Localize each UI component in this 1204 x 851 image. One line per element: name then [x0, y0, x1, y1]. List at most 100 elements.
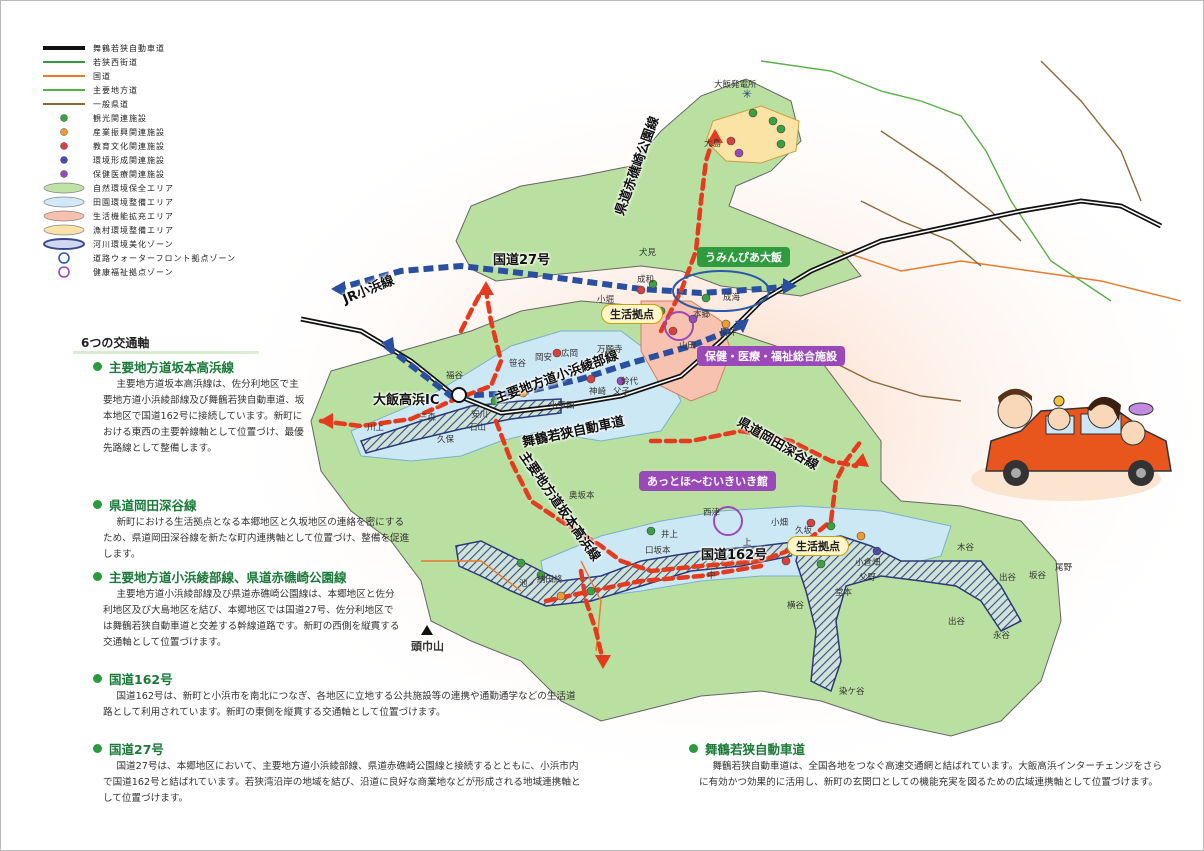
section-body: 新町における生活拠点となる本郷地区と久坂地区の連絡を密にするため、県道岡田深谷線…: [103, 517, 410, 560]
legend-row: 主要地方道: [41, 83, 201, 97]
tourism-facility-dot-shape: [60, 114, 68, 122]
place-label: 大島: [704, 139, 722, 149]
place-label: 久保: [437, 435, 455, 445]
section-title-text: 舞鶴若狭自動車道: [705, 742, 806, 757]
place-label: 池ノ: [519, 579, 537, 589]
place-label: 西津: [703, 508, 721, 518]
legend-label: 健康福祉拠点ゾーン: [93, 267, 174, 277]
section-heading: 6つの交通軸: [72, 336, 261, 354]
fishing-village-area-swatch-icon: [41, 224, 87, 236]
section-body: 国道162号は、新町と小浜市を南北につなぎ、各地区に立地する公共施設等の連携や通…: [103, 691, 576, 718]
place-label: 小車田: [549, 401, 575, 411]
legend-label: 観光関連施設: [93, 113, 147, 123]
section-sakamoto-takahama: 主要地方道坂本高浜線 主要地方道坂本高浜線は、佐分利地区で主要地方道小浜綾部線及…: [93, 359, 305, 457]
place-label: 成海: [723, 293, 741, 303]
welfare-hub-zone-shape: [58, 266, 70, 278]
place-label: 小倉畑: [855, 558, 881, 568]
section-title: 国道27号: [93, 741, 583, 759]
welfare-hub-zone-icon: [41, 266, 87, 278]
national-road-line-icon: [41, 70, 87, 82]
route27-line: [335, 262, 792, 297]
ic-label: 大飯高浜IC: [373, 393, 440, 408]
section-title: 国道162号: [93, 671, 583, 689]
tourism-facility-dot-icon: [41, 112, 87, 124]
place-label: 染ケ谷: [839, 687, 865, 697]
place-label: 永谷: [993, 631, 1011, 641]
place-label: 神崎: [589, 387, 607, 397]
bullet-dot-icon: [93, 674, 102, 683]
family-car-illustration: [971, 388, 1172, 501]
route27-label: 国道27号: [493, 253, 551, 268]
section-title: 舞鶴若狭自動車道: [689, 741, 1169, 759]
river-zone-east: [795, 535, 1023, 693]
place-label: 横谷: [787, 601, 805, 611]
health-facility-dot-shape: [60, 170, 68, 178]
legend-label: 国道: [93, 71, 111, 81]
legend-label: 田園環境整備エリア: [93, 197, 174, 207]
legend-row: 道路ウォーターフロント拠点ゾーン: [41, 251, 235, 265]
section-title-text: 国道162号: [109, 672, 173, 687]
fishing-village-area-swatch-shape: [43, 224, 85, 236]
industry-facility-dot-icon: [41, 126, 87, 138]
legend-label: 自然環境保全エリア: [93, 183, 174, 193]
section-title-text: 主要地方道小浜綾部線、県道赤礁崎公園線: [109, 570, 347, 585]
section-body: 主要地方道小浜綾部線及び県道赤礁崎公園線は、本郷地区と佐分利地区及び大島地区を結…: [103, 589, 400, 648]
place-label: 父子: [613, 387, 631, 397]
education-facility-dot-shape: [60, 142, 68, 150]
expressway-line-icon: [41, 42, 87, 54]
waterfront-hub-zone-shape: [58, 252, 70, 264]
rural-area-swatch-icon: [41, 196, 87, 208]
place-label: 出谷: [999, 573, 1017, 583]
health-facility-dot-icon: [41, 168, 87, 180]
place-label: 出谷: [948, 617, 966, 627]
place-label: 長井: [719, 328, 737, 338]
bullet-dot-icon: [689, 744, 698, 753]
legend-label: 生活機能拡充エリア: [93, 211, 174, 221]
education-facility-dot-icon: [41, 140, 87, 152]
ic-marker[interactable]: [451, 387, 467, 403]
environment-facility-dot-shape: [60, 156, 68, 164]
legend-row: 田園環境整備エリア: [41, 195, 201, 209]
place-label: 井上: [661, 530, 679, 540]
legend-label: 舞鶴若狭自動車道: [93, 43, 165, 53]
place-label: 岡安: [535, 353, 553, 363]
legend-label: 保健医療関連施設: [93, 169, 165, 179]
legend-row: 教育文化関連施設: [41, 139, 201, 153]
legend-row: 自然環境保全エリア: [41, 181, 201, 195]
legend-label: 若狭西街道: [93, 57, 138, 67]
section-okada-fukaya: 県道岡田深谷線 新町における生活拠点となる本郷地区と久坂地区の連絡を密にするため…: [93, 497, 411, 563]
environment-facility-dot-icon: [41, 154, 87, 166]
nature-area-swatch-shape: [43, 182, 85, 194]
industry-facility-dot-shape: [60, 128, 68, 136]
place-label: 石山: [469, 423, 487, 433]
place-label: 大飯発電所: [714, 80, 757, 90]
waterfront-hub-zone: [672, 270, 770, 312]
route162-label: 国道162号: [701, 548, 768, 563]
legend-label: 河川環境美化ゾーン: [93, 239, 174, 249]
main-local-road-line-icon: [41, 84, 87, 96]
river-zone-swatch-icon: [41, 238, 87, 250]
place-label: 山田: [679, 341, 697, 351]
living-hub-badge-south: 生活拠点: [787, 536, 849, 556]
transport-axes: [318, 136, 864, 664]
place-label: 小畑: [771, 518, 789, 528]
prefectural-road-line-icon: [41, 98, 87, 110]
rural-area-swatch-shape: [43, 196, 85, 208]
legend-row: 環境形成関連施設: [41, 153, 201, 167]
axis-arrowheads: [319, 129, 869, 669]
place-label: 三森: [419, 413, 437, 423]
place-label: 安川: [471, 410, 489, 420]
place-label: 木谷: [957, 543, 975, 553]
legend-row: 河川環境美化ゾーン: [41, 237, 201, 251]
section-title: 県道岡田深谷線: [93, 497, 411, 515]
facility-dots: [490, 108, 882, 601]
place-label: 尾野: [1055, 563, 1073, 573]
place-label: 父野: [859, 573, 877, 583]
legend-label: 道路ウォーターフロント拠点ゾーン: [93, 253, 237, 263]
place-label: 堂本: [835, 588, 853, 598]
section-route27: 国道27号 国道27号は、本郷地区において、主要地方道小浜綾部線、県道赤礁崎公園…: [93, 741, 583, 807]
wakasa-west-highway-line-icon: [41, 56, 87, 68]
bullet-dot-icon: [93, 362, 102, 371]
